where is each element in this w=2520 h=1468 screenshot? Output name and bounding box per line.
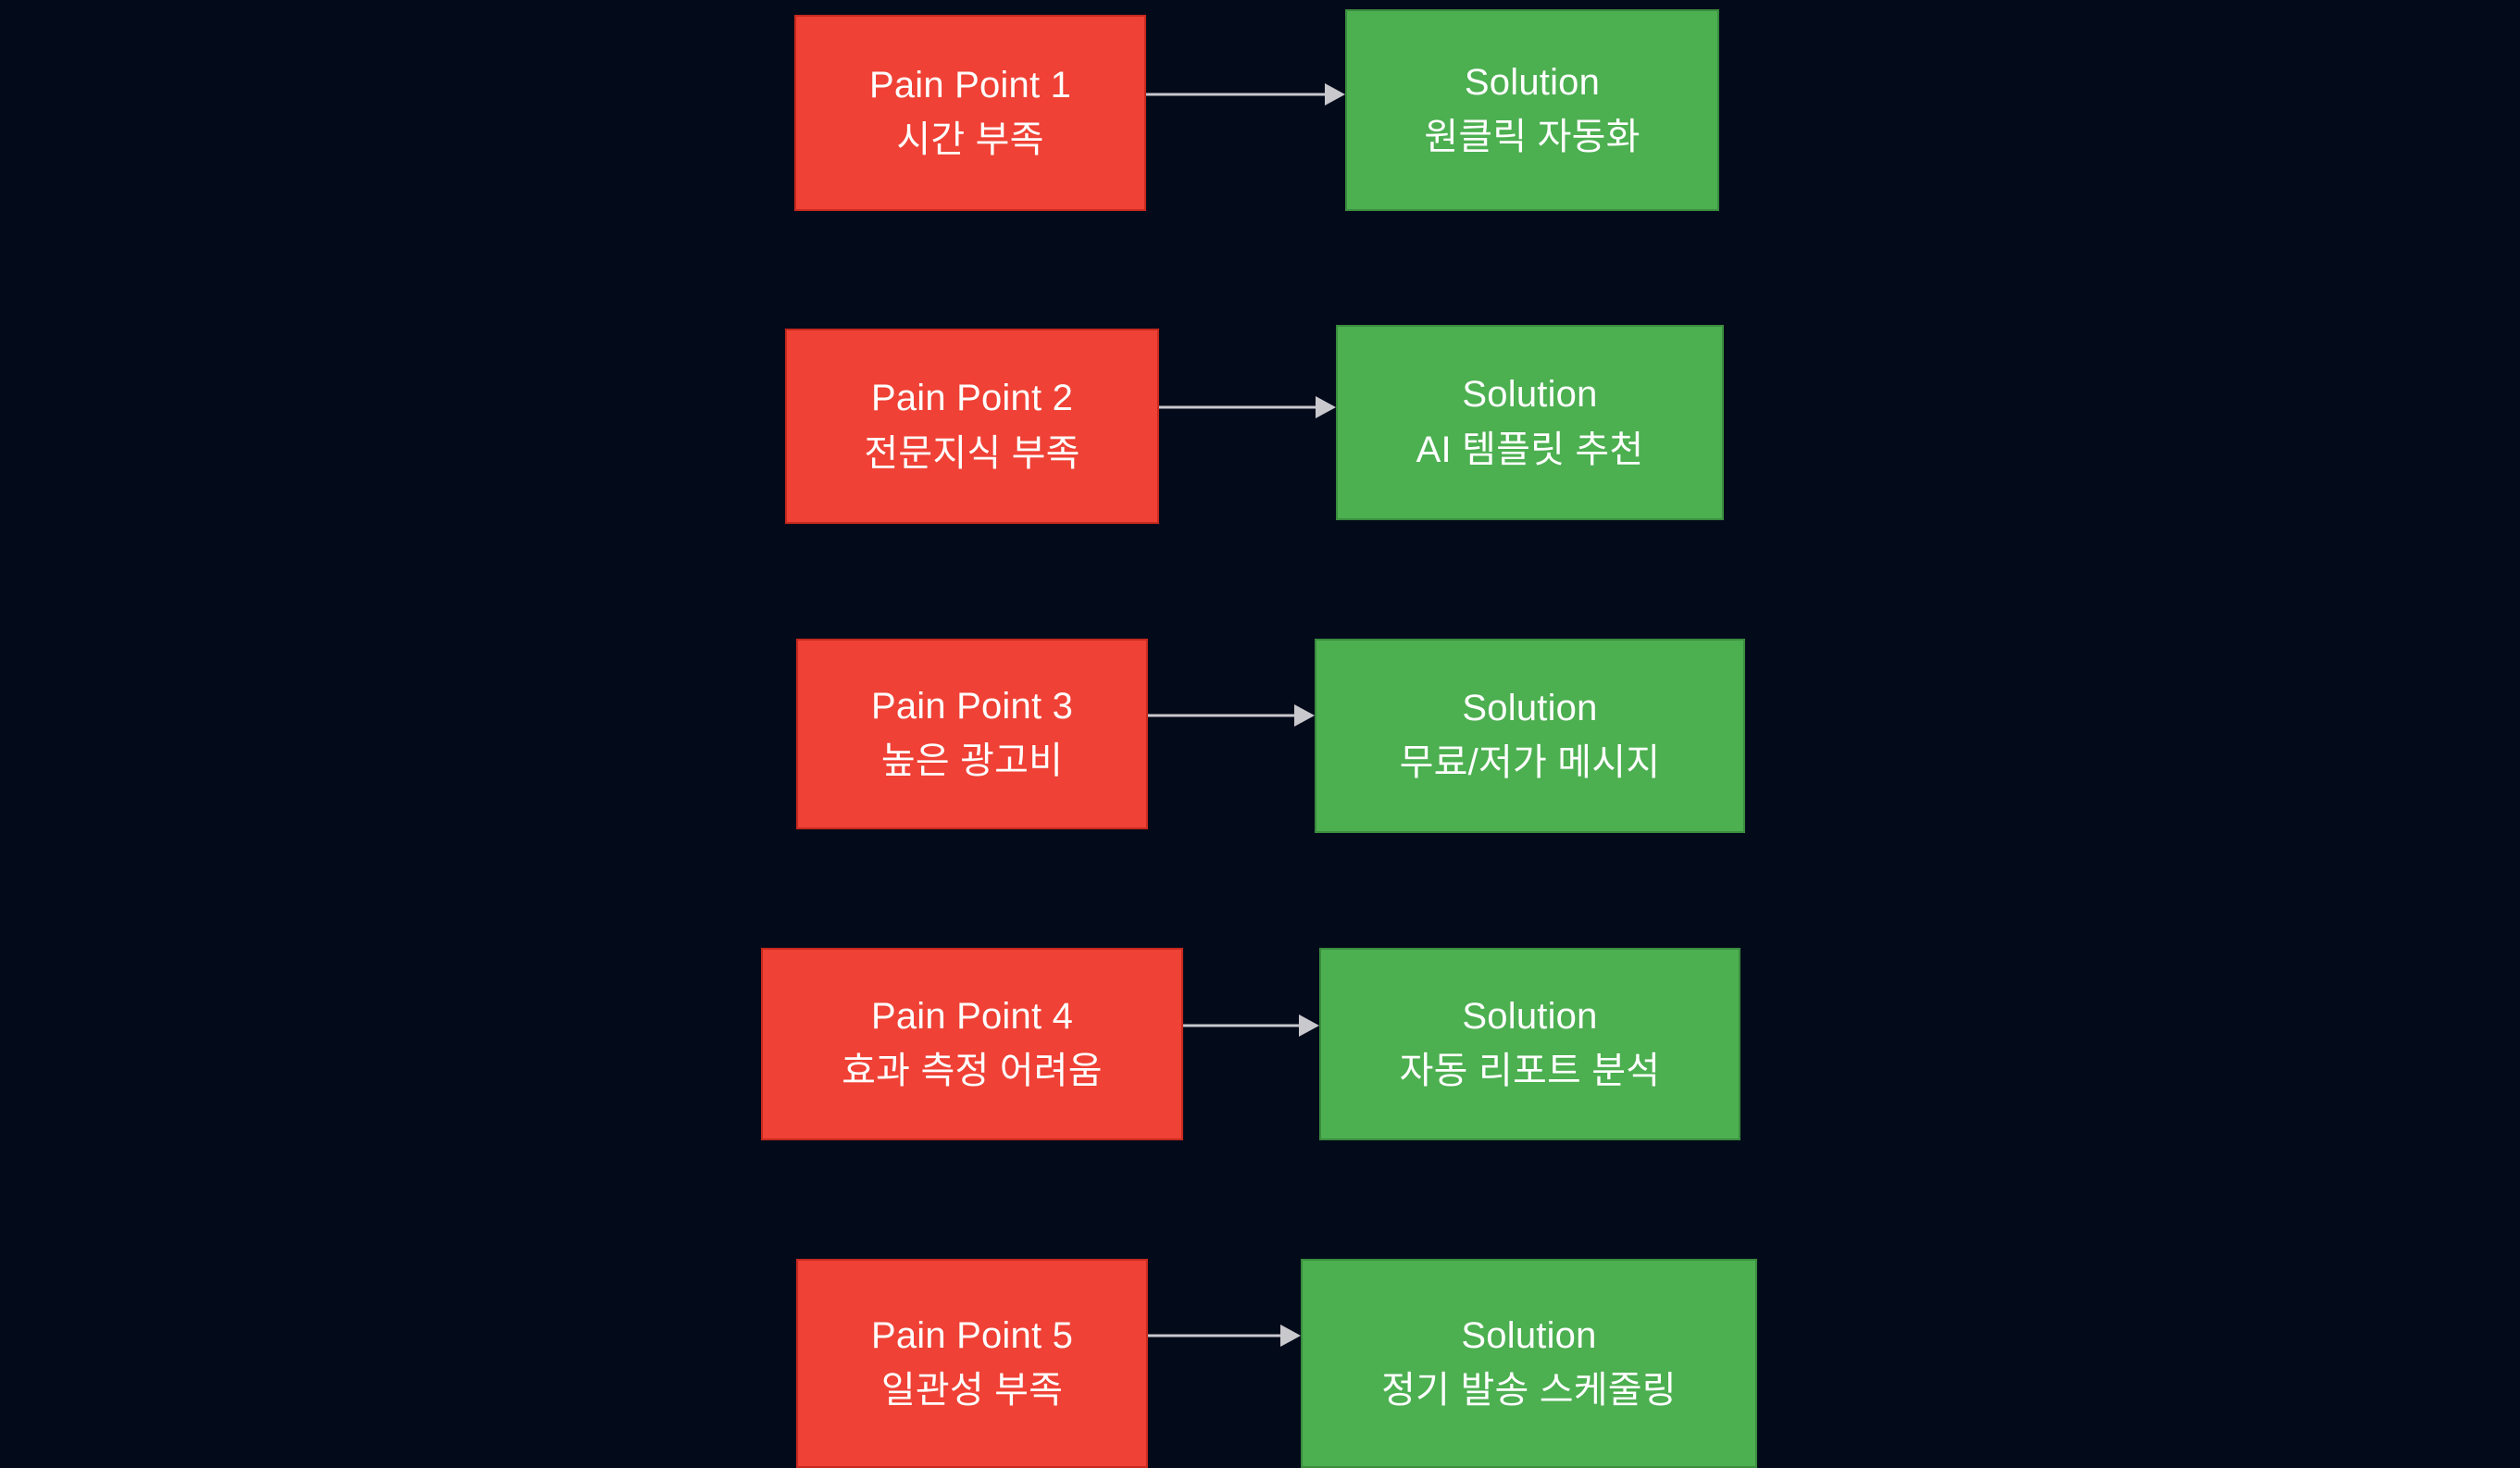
pain-point-title: Pain Point 3 (870, 685, 1074, 727)
solution-node[interactable]: Solution 정기 발송 스케줄링 (1301, 1259, 1757, 1468)
pain-point-detail: 일관성 부족 (880, 1370, 1064, 1411)
solution-node[interactable]: Solution AI 템플릿 추천 (1336, 325, 1724, 520)
solution-node[interactable]: Solution 원클릭 자동화 (1345, 9, 1719, 211)
pain-point-detail: 전문지식 부족 (864, 432, 1080, 474)
solution-title: Solution (1462, 374, 1598, 416)
pain-point-detail: 시간 부족 (896, 119, 1044, 160)
pain-point-node[interactable]: Pain Point 4 효과 측정 어려움 (761, 948, 1183, 1140)
solution-title: Solution (1461, 1314, 1597, 1356)
solution-node[interactable]: Solution 무료/저가 메시지 (1315, 639, 1745, 833)
solution-node[interactable]: Solution 자동 리포트 분석 (1319, 948, 1740, 1140)
solution-detail: 원클릭 자동화 (1424, 117, 1640, 157)
pain-point-node[interactable]: Pain Point 1 시간 부족 (794, 15, 1146, 211)
pain-point-node[interactable]: Pain Point 3 높은 광고비 (796, 639, 1148, 829)
pain-point-title: Pain Point 1 (868, 64, 1072, 106)
pain-point-title: Pain Point 5 (870, 1314, 1074, 1356)
pain-point-title: Pain Point 2 (870, 378, 1074, 419)
solution-detail: AI 템플릿 추천 (1416, 429, 1644, 470)
pain-point-title: Pain Point 4 (870, 995, 1074, 1037)
solution-title: Solution (1464, 61, 1601, 103)
pain-point-node[interactable]: Pain Point 5 일관성 부족 (796, 1259, 1148, 1468)
solution-detail: 무료/저가 메시지 (1399, 742, 1661, 783)
solution-detail: 정기 발송 스케줄링 (1381, 1370, 1677, 1411)
flow-arrow (1148, 1317, 1301, 1354)
pain-point-detail: 효과 측정 어려움 (842, 1051, 1103, 1091)
solution-title: Solution (1462, 687, 1598, 728)
pain-point-detail: 높은 광고비 (880, 740, 1064, 781)
pain-point-node[interactable]: Pain Point 2 전문지식 부족 (785, 329, 1159, 524)
arrow-head-icon (1280, 1325, 1301, 1347)
solution-detail: 자동 리포트 분석 (1399, 1051, 1661, 1091)
solution-title: Solution (1462, 995, 1598, 1037)
